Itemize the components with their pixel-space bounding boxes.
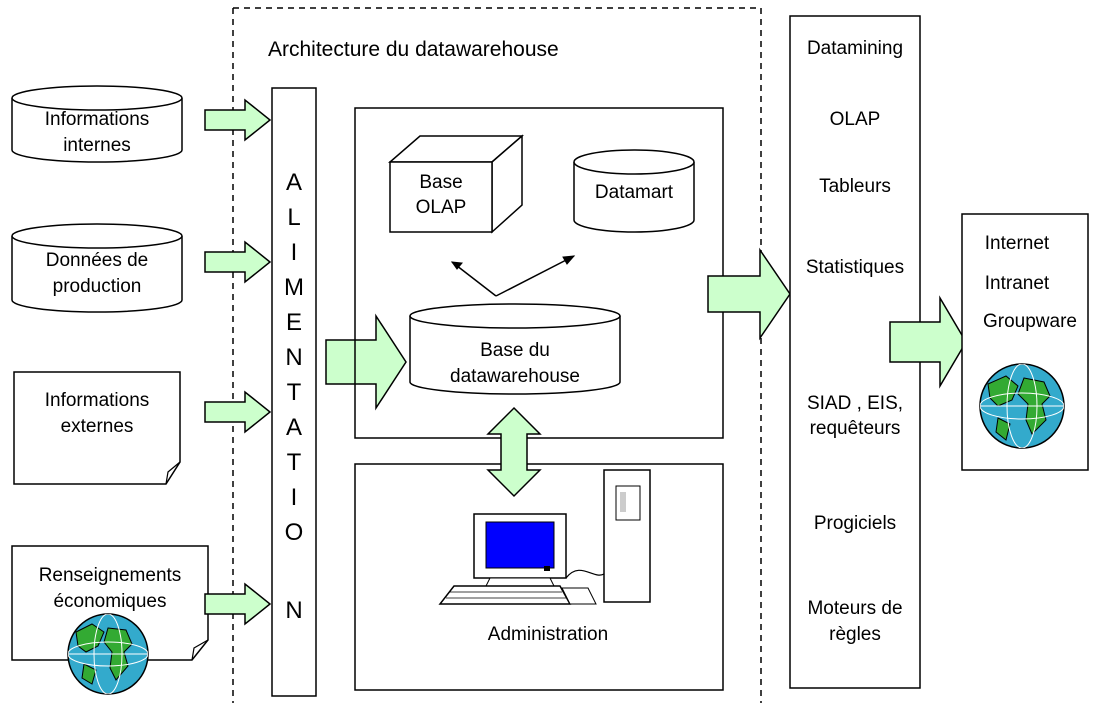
source-internes-line2: internes xyxy=(63,135,131,156)
datamart-label: Datamart xyxy=(595,182,674,203)
source-externes-line2: externes xyxy=(61,416,134,437)
base-datawarehouse-line2: datawarehouse xyxy=(450,366,580,387)
alimentation-letter: T xyxy=(287,379,302,406)
connector-arrows xyxy=(450,255,576,297)
datamart-cylinder: Datamart xyxy=(573,149,695,233)
base-olap-line2: OLAP xyxy=(416,197,467,218)
source-donnees-production: Données de production xyxy=(11,223,183,313)
base-datawarehouse-line1: Base du xyxy=(480,340,550,361)
arrow-alimentation-to-datawarehouse xyxy=(325,313,407,411)
alimentation-letter: L xyxy=(287,204,300,231)
base-datawarehouse-cylinder: Base du datawarehouse xyxy=(409,303,621,395)
source-informations-externes: Informations externes xyxy=(13,371,181,485)
alimentation-bar xyxy=(271,87,317,697)
alimentation-letter: A xyxy=(286,169,302,196)
alimentation-letter: E xyxy=(286,309,302,336)
network-intranet: Intranet xyxy=(985,273,1050,294)
globe-icon xyxy=(979,363,1065,449)
diagram-title: Architecture du datawarehouse xyxy=(268,38,559,61)
tool-regles: règles xyxy=(829,624,881,645)
alimentation-letter: N xyxy=(285,344,302,371)
datawarehouse-box xyxy=(354,107,724,439)
tool-statistiques: Statistiques xyxy=(806,257,904,278)
alimentation-letters: A L I M E N T A T I O N xyxy=(284,169,304,624)
tool-tableurs: Tableurs xyxy=(819,176,891,197)
source-externes-line1: Informations xyxy=(45,390,150,411)
source-economiques-line2: économiques xyxy=(53,591,166,612)
base-olap-line1: Base xyxy=(419,172,462,193)
tool-moteurs-de: Moteurs de xyxy=(807,598,902,619)
tool-olap: OLAP xyxy=(830,109,881,130)
source-production-line1: Données de xyxy=(46,250,148,271)
source-informations-internes: Informations internes xyxy=(11,85,183,163)
alimentation-letter: I xyxy=(291,484,298,511)
tool-progiciels: Progiciels xyxy=(814,513,896,534)
alimentation-letter: A xyxy=(286,414,302,441)
computer-icon xyxy=(438,469,651,605)
tool-requeteurs: requêteurs xyxy=(810,418,901,439)
arrow-production-to-alimentation xyxy=(204,240,272,284)
arrow-tools-to-networks xyxy=(889,295,967,389)
globe-icon xyxy=(67,613,149,695)
source-production-line2: production xyxy=(53,276,142,297)
network-groupware: Groupware xyxy=(983,311,1077,332)
arrow-datawarehouse-to-tools xyxy=(707,247,791,341)
source-economiques-line1: Renseignements xyxy=(39,565,182,586)
source-internes-line1: Informations xyxy=(45,109,150,130)
tool-datamining: Datamining xyxy=(807,38,903,59)
administration-label: Administration xyxy=(488,624,608,645)
arrow-externes-to-alimentation xyxy=(204,390,272,434)
alimentation-letter: N xyxy=(285,597,302,624)
administration-box xyxy=(354,463,724,691)
arrow-economiques-to-alimentation xyxy=(204,582,272,626)
alimentation-letter: M xyxy=(284,274,304,301)
base-olap-cube: Base OLAP xyxy=(387,134,525,234)
alimentation-letter: I xyxy=(291,239,298,266)
arrow-datawarehouse-administration xyxy=(486,406,542,498)
source-renseignements-economiques: Renseignements économiques xyxy=(11,545,209,695)
tool-siad-eis: SIAD , EIS, xyxy=(807,393,903,414)
alimentation-letter: O xyxy=(285,519,304,546)
arrow-internes-to-alimentation xyxy=(204,98,272,142)
network-internet: Internet xyxy=(985,233,1050,254)
alimentation-letter: T xyxy=(287,449,302,476)
